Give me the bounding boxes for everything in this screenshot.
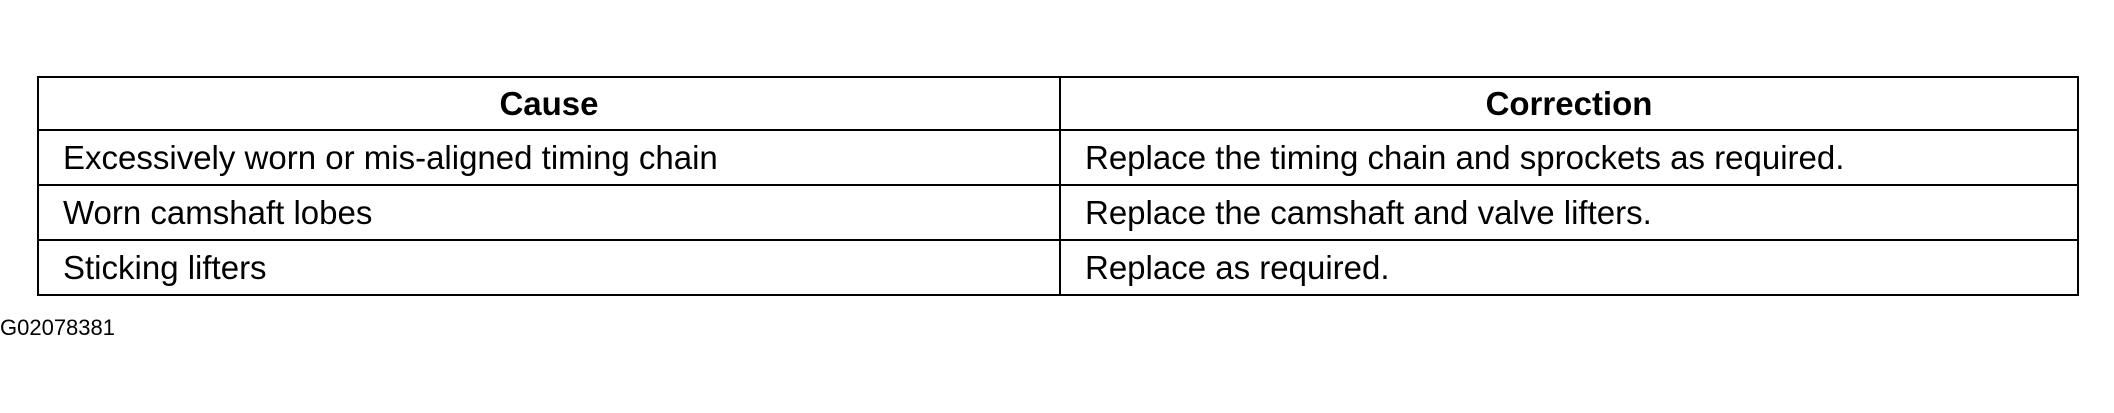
table-row: Sticking lifters Replace as required. [37, 239, 2079, 296]
diagnosis-table: Cause Correction Excessively worn or mis… [37, 76, 2079, 296]
table-row: Worn camshaft lobes Replace the camshaft… [37, 184, 2079, 241]
table-header-row: Cause Correction [37, 76, 2079, 131]
correction-cell: Replace the camshaft and valve lifters. [1059, 184, 2079, 241]
column-header-cause: Cause [37, 76, 1061, 131]
cause-cell: Excessively worn or mis-aligned timing c… [37, 129, 1061, 186]
column-header-correction: Correction [1059, 76, 2079, 131]
figure-id-label: G02078381 [0, 315, 115, 340]
table-row: Excessively worn or mis-aligned timing c… [37, 129, 2079, 186]
cause-cell: Sticking lifters [37, 239, 1061, 296]
cause-cell: Worn camshaft lobes [37, 184, 1061, 241]
correction-cell: Replace the timing chain and sprockets a… [1059, 129, 2079, 186]
correction-cell: Replace as required. [1059, 239, 2079, 296]
